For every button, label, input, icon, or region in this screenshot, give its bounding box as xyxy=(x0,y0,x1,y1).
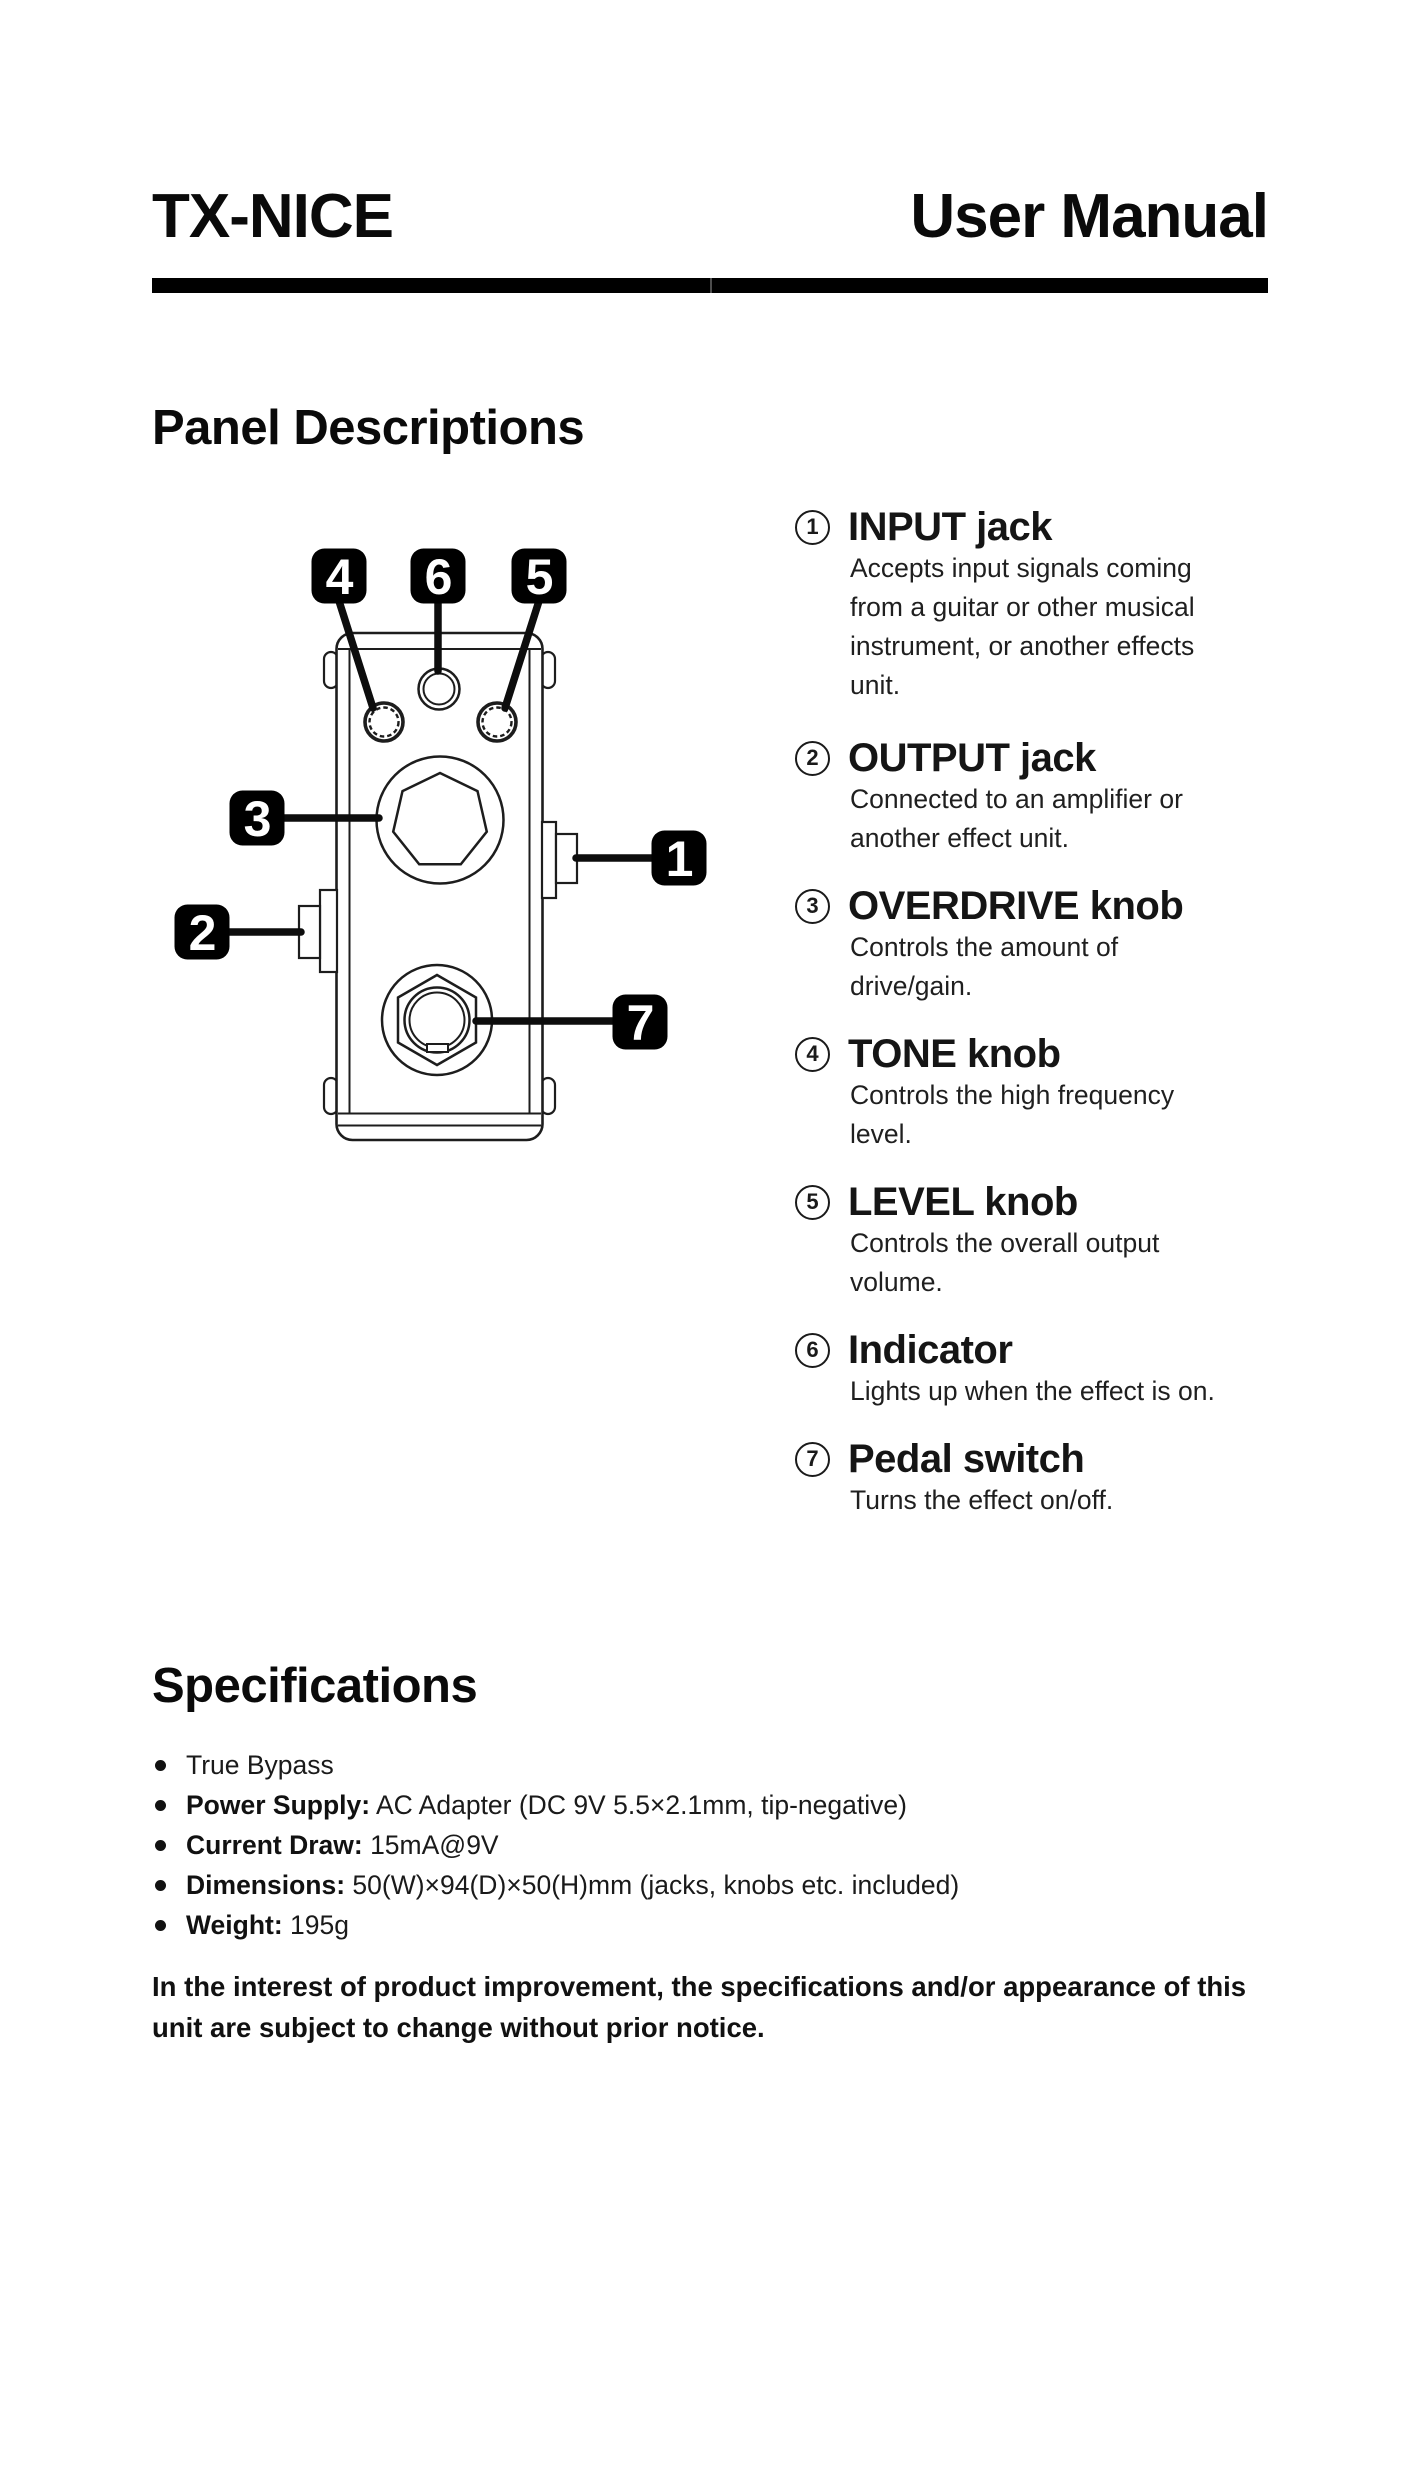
spec-value: 195g xyxy=(282,1910,349,1940)
item-number-badge: 2 xyxy=(795,740,830,776)
callout-4: 4 xyxy=(311,548,367,605)
spec-label: Power Supply: xyxy=(186,1790,371,1820)
callout-1: 1 xyxy=(651,830,707,887)
item-desc: Accepts input signals coming from a guit… xyxy=(850,553,1195,700)
specifications-heading: Specifications xyxy=(152,1659,478,1713)
panel-item-output-jack: 2 OUTPUT jack Connected to an amplifier … xyxy=(795,736,1295,858)
item-number-badge: 4 xyxy=(795,1036,830,1072)
spec-label: Current Draw: xyxy=(186,1830,363,1860)
callout-lines xyxy=(224,597,657,1025)
svg-text:4: 4 xyxy=(326,549,354,605)
panel-item-level-knob: 5 LEVEL knob Controls the overall output… xyxy=(795,1180,1295,1302)
header-rule xyxy=(152,278,1268,293)
item-number-badge: 7 xyxy=(795,1441,830,1477)
callout-5: 5 xyxy=(511,548,567,605)
doc-title: User Manual xyxy=(910,182,1269,251)
spec-item-power-supply: Power Supply: AC Adapter (DC 9V 5.5×2.1m… xyxy=(152,1785,1292,1825)
item-desc: Controls the amount of drive/gain. xyxy=(850,932,1119,1001)
spec-value: AC Adapter (DC 9V 5.5×2.1mm, tip-negativ… xyxy=(370,1790,907,1820)
svg-text:6: 6 xyxy=(425,549,453,605)
output-jack xyxy=(297,888,339,974)
svg-text:1: 1 xyxy=(666,831,694,887)
panel-descriptions-heading: Panel Descriptions xyxy=(152,401,585,455)
item-title: INPUT jack xyxy=(848,505,1052,549)
item-title: TONE knob xyxy=(848,1032,1061,1076)
panel-item-tone-knob: 4 TONE knob Controls the high frequency … xyxy=(795,1032,1295,1154)
callout-7: 7 xyxy=(612,994,668,1051)
item-title: Indicator xyxy=(848,1328,1013,1372)
callout-2: 2 xyxy=(174,904,230,961)
item-number-badge: 1 xyxy=(795,509,830,545)
panel-item-pedal-switch: 7 Pedal switch Turns the effect on/off. xyxy=(795,1437,1295,1520)
spec-value: 50(W)×94(D)×50(H)mm (jacks, knobs etc. i… xyxy=(345,1870,960,1900)
panel-description-list: 1 INPUT jack Accepts input signals comin… xyxy=(795,505,1295,1520)
spec-label: Weight: xyxy=(186,1910,283,1940)
header: TX-NICE User Manual xyxy=(152,182,1269,251)
product-title: TX-NICE xyxy=(152,182,394,251)
panel-item-overdrive-knob: 3 OVERDRIVE knob Controls the amount of … xyxy=(795,884,1295,1006)
spec-label: Dimensions: xyxy=(186,1870,346,1900)
item-number-badge: 5 xyxy=(795,1184,830,1220)
tone-knob xyxy=(363,701,405,743)
item-number-badge: 3 xyxy=(795,888,830,924)
spec-value: True Bypass xyxy=(186,1750,334,1780)
svg-text:2: 2 xyxy=(189,905,217,961)
item-desc: Controls the high frequency level. xyxy=(850,1080,1175,1149)
level-knob xyxy=(476,701,518,743)
item-number-badge: 6 xyxy=(795,1332,830,1368)
item-title: OVERDRIVE knob xyxy=(848,884,1184,928)
item-desc: Connected to an amplifier or another eff… xyxy=(850,784,1183,853)
mounting-ears xyxy=(322,650,557,1116)
item-desc: Lights up when the effect is on. xyxy=(850,1376,1215,1406)
specifications-list: True Bypass Power Supply: AC Adapter (DC… xyxy=(152,1745,1292,1945)
callout-3: 3 xyxy=(229,790,285,847)
svg-text:3: 3 xyxy=(244,791,272,847)
item-title: OUTPUT jack xyxy=(848,736,1096,780)
spec-item-weight: Weight: 195g xyxy=(152,1905,1292,1945)
spec-value: 15mA@9V xyxy=(362,1830,499,1860)
svg-text:5: 5 xyxy=(526,549,554,605)
input-jack xyxy=(540,820,579,900)
pedal-diagram: 4 6 5 3 2 1 7 xyxy=(174,548,707,1142)
footer-note: In the interest of product improvement, … xyxy=(152,1971,1247,2043)
item-title: LEVEL knob xyxy=(848,1180,1078,1224)
item-desc: Turns the effect on/off. xyxy=(850,1485,1114,1515)
panel-item-indicator: 6 Indicator Lights up when the effect is… xyxy=(795,1328,1295,1411)
spec-item-true-bypass: True Bypass xyxy=(152,1745,1292,1785)
callout-6: 6 xyxy=(410,548,466,605)
spec-item-current-draw: Current Draw: 15mA@9V xyxy=(152,1825,1292,1865)
spec-item-dimensions: Dimensions: 50(W)×94(D)×50(H)mm (jacks, … xyxy=(152,1865,1292,1905)
panel-item-input-jack: 1 INPUT jack Accepts input signals comin… xyxy=(795,505,1295,705)
svg-text:7: 7 xyxy=(627,995,655,1051)
item-desc: Controls the overall output volume. xyxy=(850,1228,1160,1297)
item-title: Pedal switch xyxy=(848,1437,1085,1481)
callout-labels: 4 6 5 3 2 1 7 xyxy=(174,548,707,1051)
